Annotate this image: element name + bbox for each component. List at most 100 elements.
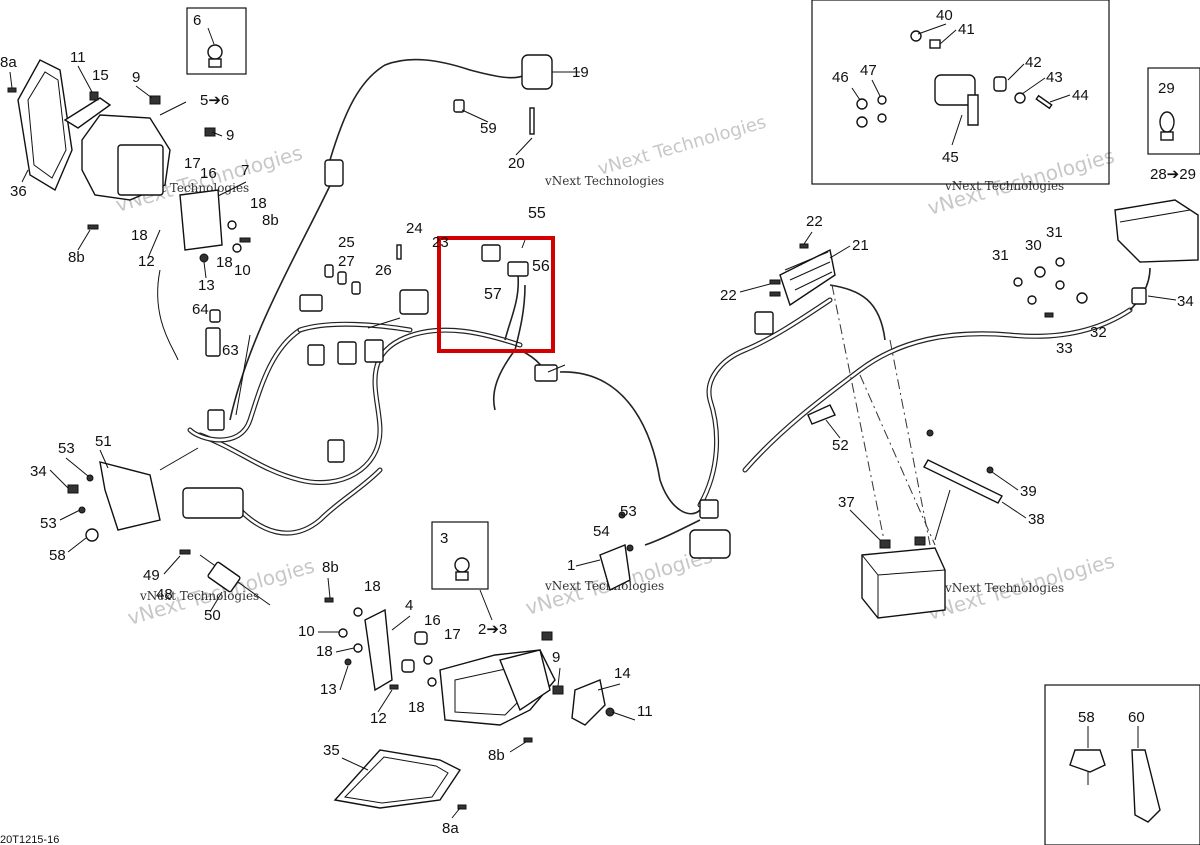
clip bbox=[552, 685, 564, 695]
bulb bbox=[454, 557, 470, 573]
callout-18: 18 bbox=[364, 578, 381, 595]
screw bbox=[239, 237, 251, 243]
clip bbox=[453, 99, 465, 113]
callout-18: 18 bbox=[131, 227, 148, 244]
screw bbox=[626, 544, 634, 552]
callout-19: 19 bbox=[572, 64, 589, 81]
callout-14: 14 bbox=[614, 665, 631, 682]
washer bbox=[427, 677, 437, 687]
callout-57: 57 bbox=[484, 286, 502, 303]
screw bbox=[926, 429, 934, 437]
screw bbox=[87, 224, 99, 230]
connector bbox=[324, 159, 344, 187]
callout-16: 16 bbox=[200, 165, 217, 182]
washer bbox=[1027, 295, 1037, 305]
connector bbox=[209, 309, 221, 323]
callout-49: 49 bbox=[143, 567, 160, 584]
direction-arrows bbox=[157, 269, 951, 621]
connector bbox=[364, 339, 384, 363]
bracket bbox=[599, 544, 631, 592]
callout-28-29: 28➔29 bbox=[1150, 166, 1196, 183]
bulb-3-inset-box bbox=[431, 521, 489, 590]
bracket bbox=[571, 679, 606, 726]
callout-26: 26 bbox=[375, 262, 392, 279]
callout-24: 24 bbox=[406, 220, 423, 237]
callout-30: 30 bbox=[1025, 237, 1042, 254]
washer bbox=[227, 220, 237, 230]
clip bbox=[807, 404, 836, 425]
callout-59: 59 bbox=[480, 120, 497, 137]
bulb-socket bbox=[351, 281, 361, 295]
callout-8b: 8b bbox=[68, 249, 85, 266]
callout-42: 42 bbox=[1025, 54, 1042, 71]
headlight-reflector bbox=[499, 649, 551, 712]
callout-22: 22 bbox=[720, 287, 737, 304]
callout-18: 18 bbox=[250, 195, 267, 212]
callout-53: 53 bbox=[40, 515, 57, 532]
ignition-switch bbox=[399, 289, 429, 315]
headlight-bracket bbox=[179, 189, 223, 251]
push-rivet bbox=[1069, 749, 1106, 773]
washer bbox=[1055, 257, 1065, 267]
battery-terminal bbox=[914, 536, 926, 546]
callout-53: 53 bbox=[58, 440, 75, 457]
taillight-housing bbox=[1114, 199, 1199, 263]
misc-parts bbox=[7, 30, 1199, 823]
left-headlight-assembly bbox=[17, 59, 223, 251]
callout-32: 32 bbox=[1090, 324, 1107, 341]
connector bbox=[337, 341, 357, 365]
connector bbox=[205, 327, 221, 357]
bulb-base bbox=[208, 58, 222, 68]
clip bbox=[149, 95, 161, 105]
connector bbox=[327, 439, 345, 463]
callout-9: 9 bbox=[226, 127, 234, 144]
callout-47: 47 bbox=[860, 62, 877, 79]
bulb-base bbox=[1160, 131, 1174, 141]
bracket bbox=[63, 97, 112, 129]
callout-39: 39 bbox=[1020, 483, 1037, 500]
watermark-small: vNext Technologies bbox=[544, 579, 664, 593]
switch bbox=[521, 54, 553, 90]
clip bbox=[204, 127, 216, 137]
callout-34: 34 bbox=[30, 463, 47, 480]
callout-63: 63 bbox=[222, 342, 239, 359]
screw bbox=[89, 91, 99, 101]
callout-1: 1 bbox=[567, 557, 575, 574]
callout-11: 11 bbox=[70, 49, 86, 66]
main-wiring-harness bbox=[187, 58, 1151, 546]
callout-7: 7 bbox=[241, 162, 249, 179]
bolt bbox=[1035, 94, 1053, 110]
connector bbox=[534, 364, 558, 382]
solenoid-inset-box bbox=[811, 0, 1110, 185]
screw bbox=[986, 466, 994, 474]
callout-18: 18 bbox=[316, 643, 333, 660]
callout-58: 58 bbox=[49, 547, 66, 564]
callout-16: 16 bbox=[424, 612, 441, 629]
spacer bbox=[401, 659, 415, 673]
callout-labels: 8a 11 15 9 6 5➔6 9 17 16 7 18 8b 36 18 8… bbox=[0, 7, 1196, 845]
watermark: vNext Technologies bbox=[596, 112, 769, 180]
headlight-bezel bbox=[17, 59, 73, 192]
highlight-box bbox=[437, 236, 555, 353]
callout-17: 17 bbox=[444, 626, 461, 643]
callout-35: 35 bbox=[323, 742, 340, 759]
callout-43: 43 bbox=[1046, 69, 1063, 86]
callout-6: 6 bbox=[193, 12, 201, 29]
headlight-reflector bbox=[117, 144, 164, 196]
callout-17: 17 bbox=[184, 155, 201, 172]
headlight-bezel bbox=[333, 749, 462, 809]
callout-8a: 8a bbox=[442, 820, 459, 837]
callout-3: 3 bbox=[440, 530, 448, 547]
connector-block bbox=[182, 487, 244, 519]
screw bbox=[605, 707, 615, 717]
screw bbox=[389, 684, 399, 690]
spacer bbox=[414, 631, 428, 645]
callout-8b: 8b bbox=[488, 747, 505, 764]
screw bbox=[523, 737, 533, 743]
callout-45: 45 bbox=[942, 149, 959, 166]
screw bbox=[457, 804, 467, 810]
bulb-6-inset-box bbox=[186, 7, 247, 75]
mounting-plate bbox=[99, 461, 161, 531]
callout-55: 55 bbox=[528, 205, 546, 222]
